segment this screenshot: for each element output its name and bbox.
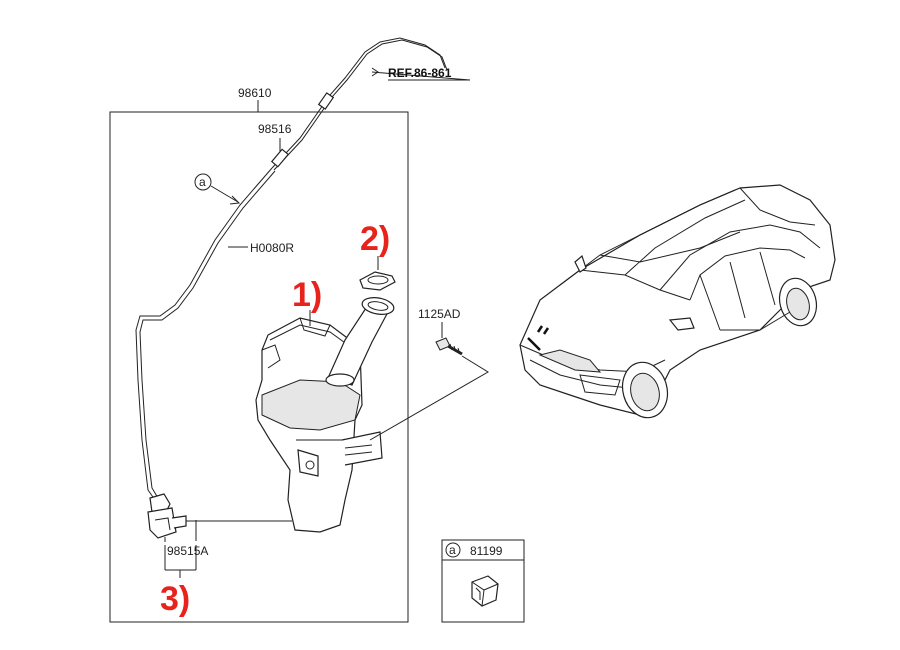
assembly-number: 98610	[238, 86, 272, 100]
callout-3: 3)	[160, 580, 190, 618]
clip-detail-marker: a	[449, 543, 456, 557]
filler-neck	[325, 297, 395, 387]
bolt-part	[435, 337, 463, 356]
clip-arrow-icon	[229, 195, 241, 205]
reservoir-cap	[359, 256, 396, 291]
assembly-frame	[109, 111, 409, 623]
clip-detail-number: 81199	[470, 544, 503, 558]
car-illustration	[519, 184, 836, 419]
washer-pump	[147, 493, 292, 539]
hose-number: H0080R	[250, 241, 294, 255]
hose-main-inner	[139, 170, 276, 499]
pump-number: 98515A	[167, 544, 208, 558]
hose-main	[135, 167, 273, 501]
clip-part	[471, 575, 499, 607]
clip-marker-text: a	[199, 175, 206, 189]
nozzle-part	[270, 148, 290, 168]
callout-2: 2)	[360, 220, 390, 258]
bolt-number: 1125AD	[418, 307, 461, 321]
hose-upper	[271, 37, 446, 169]
hose-upper-inner	[273, 39, 448, 171]
ref-leader	[371, 71, 471, 81]
hose-connector	[317, 92, 335, 110]
clip-detail-box	[441, 539, 525, 623]
nozzle-number: 98516	[258, 122, 292, 136]
clip-detail-circle	[445, 542, 461, 558]
clip-marker-circle	[194, 173, 212, 191]
bolt-mount-line	[369, 355, 489, 441]
callout-1: 1)	[292, 276, 322, 314]
ref-label: REF.86-861	[388, 66, 452, 80]
clip-marker-leader	[210, 185, 239, 203]
